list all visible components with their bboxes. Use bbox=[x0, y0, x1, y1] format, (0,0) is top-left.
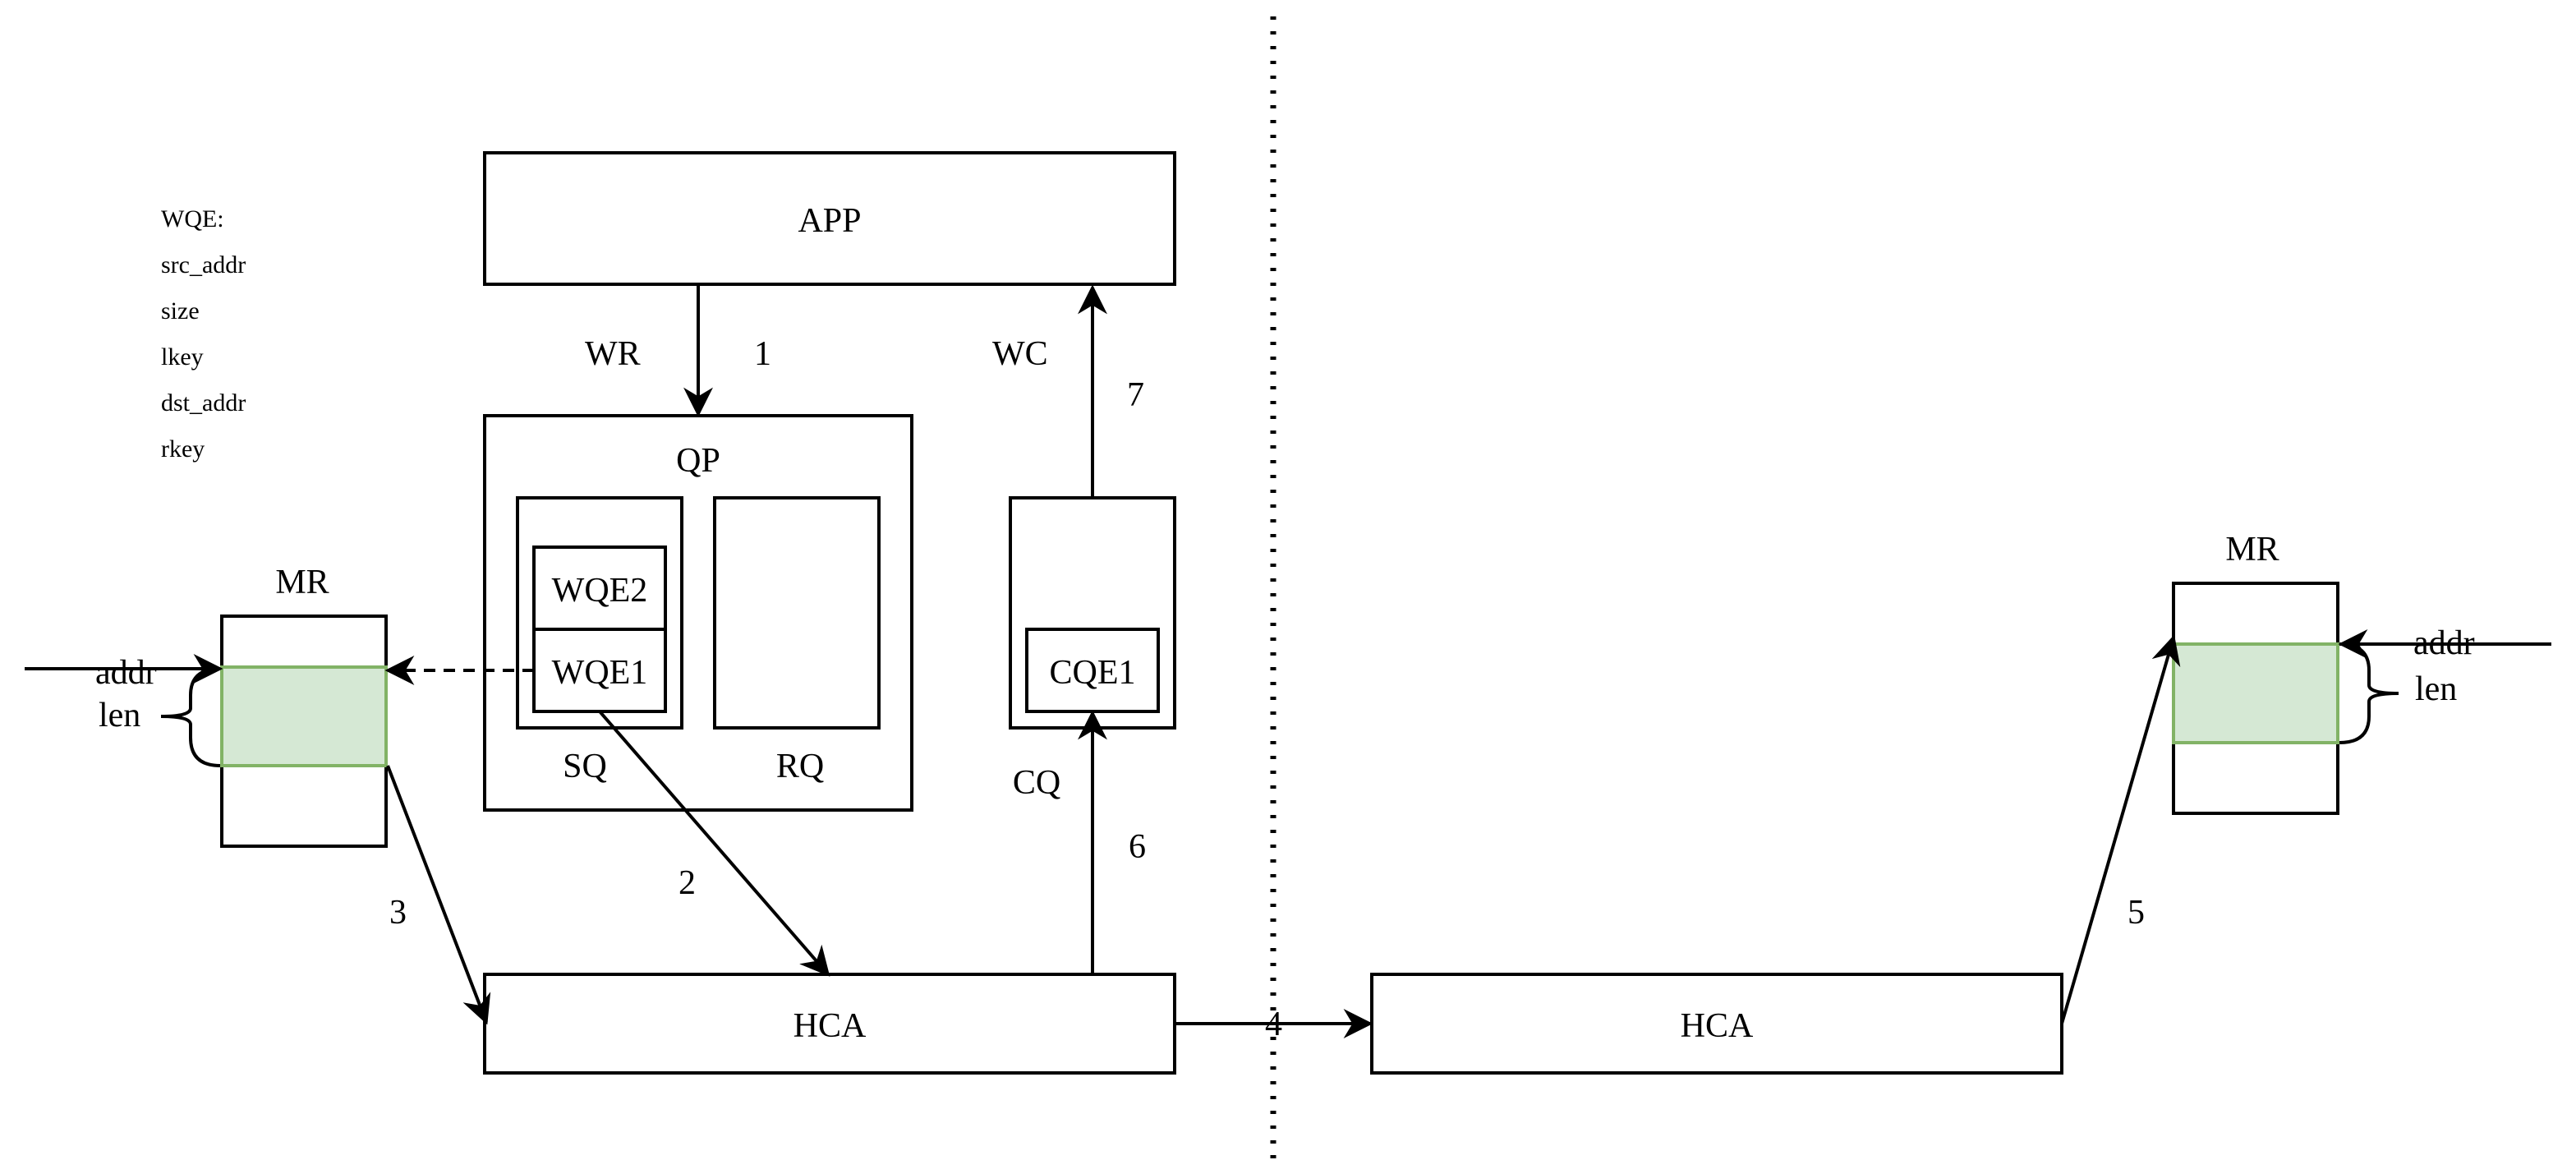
svg-text:APP: APP bbox=[798, 202, 861, 240]
rq-node: RQ bbox=[713, 496, 881, 785]
svg-text:WC: WC bbox=[992, 335, 1048, 373]
wqe1-node: WQE1 bbox=[532, 628, 667, 713]
svg-text:addr: addr bbox=[2413, 624, 2475, 662]
svg-text:len: len bbox=[99, 697, 140, 734]
edge-wc: WC 7 bbox=[992, 284, 1144, 498]
cqe1-node: CQE1 bbox=[1025, 628, 1160, 713]
wqe-legend: WQE: src_addr size lkey dst_addr rkey bbox=[161, 205, 246, 463]
mr-local-node: MR bbox=[220, 564, 388, 848]
edge-step4: 4 bbox=[1175, 1006, 1373, 1043]
svg-text:WQE2: WQE2 bbox=[552, 572, 648, 610]
edge-step3: 3 bbox=[386, 765, 491, 1025]
svg-text:4: 4 bbox=[1265, 1006, 1282, 1043]
legend-field: size bbox=[161, 297, 200, 325]
mr-remote-len-brace: len bbox=[2339, 642, 2457, 744]
svg-text:2: 2 bbox=[678, 864, 696, 902]
svg-text:WR: WR bbox=[585, 335, 641, 373]
svg-text:CQE1: CQE1 bbox=[1050, 654, 1136, 692]
edge-step6: 6 bbox=[1078, 710, 1146, 974]
svg-text:len: len bbox=[2415, 670, 2457, 708]
svg-text:CQ: CQ bbox=[1013, 764, 1060, 802]
svg-text:3: 3 bbox=[389, 894, 407, 932]
edge-wr: WR 1 bbox=[585, 284, 771, 417]
mr-local-addr-pointer: addr bbox=[25, 654, 223, 692]
svg-text:QP: QP bbox=[676, 442, 720, 480]
svg-text:addr: addr bbox=[95, 654, 157, 692]
svg-text:MR: MR bbox=[275, 564, 329, 601]
mr-remote-addr-pointer: addr bbox=[2338, 624, 2551, 662]
legend-field: src_addr bbox=[161, 251, 246, 278]
mr-remote-node: MR bbox=[2172, 531, 2339, 815]
svg-text:MR: MR bbox=[2225, 531, 2279, 568]
legend-title: WQE: bbox=[161, 205, 224, 232]
legend-field: rkey bbox=[161, 435, 205, 463]
app-node: APP bbox=[483, 151, 1176, 286]
legend-field: dst_addr bbox=[161, 389, 246, 417]
svg-text:HCA: HCA bbox=[794, 1007, 867, 1045]
svg-text:RQ: RQ bbox=[776, 748, 824, 785]
svg-text:HCA: HCA bbox=[1681, 1007, 1754, 1045]
svg-text:5: 5 bbox=[2128, 894, 2145, 932]
svg-text:SQ: SQ bbox=[563, 748, 607, 785]
mr-local-len-brace: len bbox=[99, 667, 221, 767]
hca-remote-node: HCA bbox=[1370, 973, 2063, 1075]
svg-text:7: 7 bbox=[1127, 376, 1144, 414]
edge-step5: 5 bbox=[2060, 634, 2181, 1024]
edge-step2: 2 bbox=[598, 710, 830, 977]
svg-text:1: 1 bbox=[754, 335, 771, 373]
svg-text:WQE1: WQE1 bbox=[552, 654, 648, 692]
svg-text:6: 6 bbox=[1129, 828, 1146, 866]
legend-field: lkey bbox=[161, 343, 204, 371]
wqe2-node: WQE2 bbox=[532, 545, 667, 631]
hca-local-node: HCA bbox=[483, 973, 1176, 1075]
